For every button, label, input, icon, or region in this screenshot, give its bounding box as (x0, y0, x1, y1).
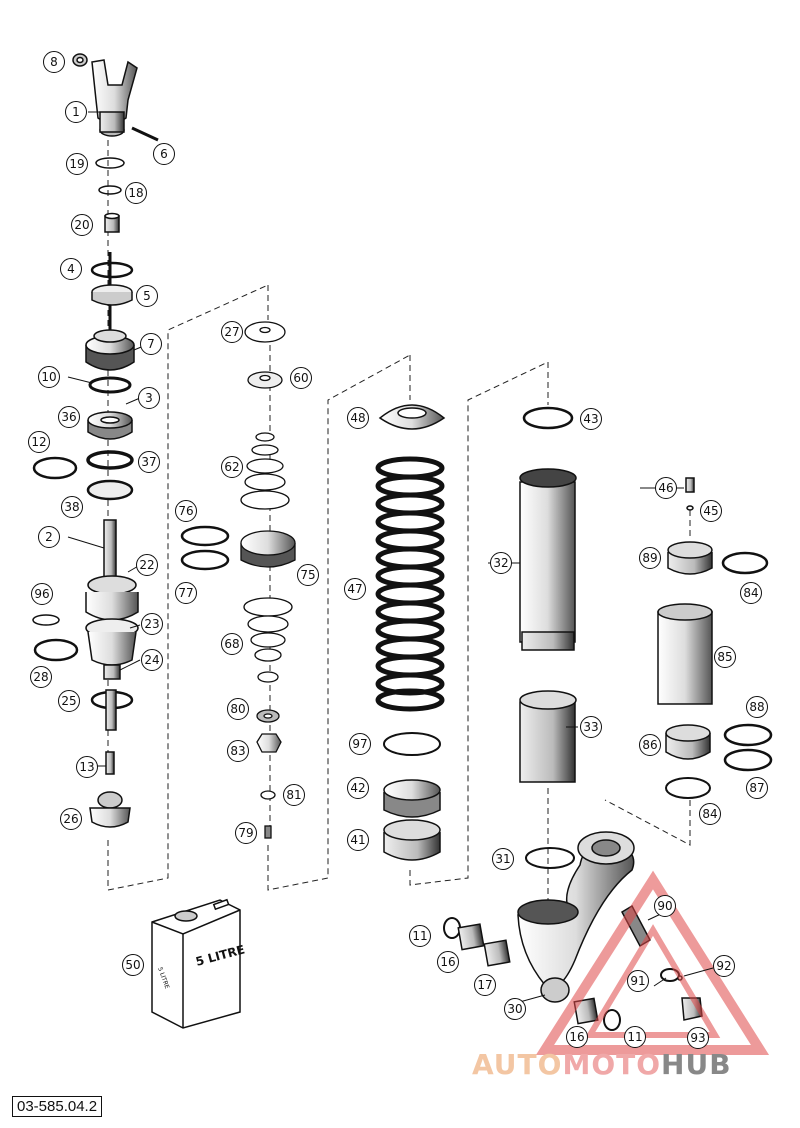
callout-41: 41 (347, 829, 369, 851)
callout-23: 23 (141, 613, 163, 635)
watermark-part-1: AUTO (472, 1048, 563, 1081)
callout-85: 85 (714, 646, 736, 668)
callout-76: 76 (175, 500, 197, 522)
callout-45: 45 (700, 500, 722, 522)
callout-87: 87 (746, 777, 768, 799)
callout-93: 93 (687, 1027, 709, 1049)
watermark-triangle (535, 870, 770, 1055)
spring-parts (375, 404, 446, 861)
callout-86: 86 (639, 734, 661, 756)
callout-89: 89 (639, 547, 661, 569)
callout-11: 11 (409, 925, 431, 947)
callout-2: 2 (38, 526, 60, 548)
watermark-part-3: HUB (661, 1048, 732, 1081)
callout-96: 96 (31, 583, 53, 605)
callout-24: 24 (141, 649, 163, 671)
callout-92: 92 (713, 955, 735, 977)
callout-68: 68 (221, 633, 243, 655)
callout-16: 16 (437, 951, 459, 973)
reservoir-parts (657, 477, 773, 799)
callout-42: 42 (347, 777, 369, 799)
callout-80: 80 (227, 698, 249, 720)
callout-36: 36 (58, 406, 80, 428)
callout-88: 88 (746, 696, 768, 718)
callout-83: 83 (227, 740, 249, 762)
callout-5: 5 (136, 285, 158, 307)
shim-stack-parts (180, 321, 296, 839)
callout-37: 37 (138, 451, 160, 473)
callout-20: 20 (71, 214, 93, 236)
callout-12: 12 (28, 431, 50, 453)
callout-16b: 16 (566, 1026, 588, 1048)
callout-48: 48 (347, 407, 369, 429)
callout-32: 32 (490, 552, 512, 574)
callout-25: 25 (58, 690, 80, 712)
callout-81: 81 (283, 784, 305, 806)
callout-77: 77 (175, 582, 197, 604)
callout-60: 60 (290, 367, 312, 389)
watermark-part-2: MOTO (562, 1048, 662, 1081)
callout-97: 97 (349, 733, 371, 755)
callout-10: 10 (38, 366, 60, 388)
callout-30: 30 (504, 998, 526, 1020)
callout-91: 91 (627, 970, 649, 992)
callout-46: 46 (655, 477, 677, 499)
callout-62: 62 (221, 456, 243, 478)
callout-79: 79 (235, 822, 257, 844)
callout-84: 84 (740, 582, 762, 604)
callout-38: 38 (61, 496, 83, 518)
left-column-parts (32, 53, 159, 828)
callout-13: 13 (76, 756, 98, 778)
callout-26: 26 (60, 808, 82, 830)
callout-6: 6 (153, 143, 175, 165)
callout-8: 8 (43, 51, 65, 73)
callout-47: 47 (344, 578, 366, 600)
callout-27: 27 (221, 321, 243, 343)
callout-28: 28 (30, 666, 52, 688)
watermark-logo: AUTOMOTOHUB (472, 1048, 732, 1081)
callout-1: 1 (65, 101, 87, 123)
callout-17: 17 (474, 974, 496, 996)
callout-43: 43 (580, 408, 602, 430)
callout-75: 75 (297, 564, 319, 586)
callout-7: 7 (140, 333, 162, 355)
callout-11b: 11 (624, 1026, 646, 1048)
callout-33: 33 (580, 716, 602, 738)
callout-50: 50 (122, 954, 144, 976)
document-number: 03-585.04.2 (12, 1096, 103, 1117)
callout-90: 90 (654, 895, 676, 917)
oil-can: 5 LITRE 5 LITRE (151, 898, 246, 1029)
callout-84b: 84 (699, 803, 721, 825)
callout-22: 22 (136, 554, 158, 576)
callout-4: 4 (60, 258, 82, 280)
callout-18: 18 (125, 182, 147, 204)
body-parts (443, 406, 703, 1031)
callout-19: 19 (66, 153, 88, 175)
callout-31: 31 (492, 848, 514, 870)
callout-3: 3 (138, 387, 160, 409)
